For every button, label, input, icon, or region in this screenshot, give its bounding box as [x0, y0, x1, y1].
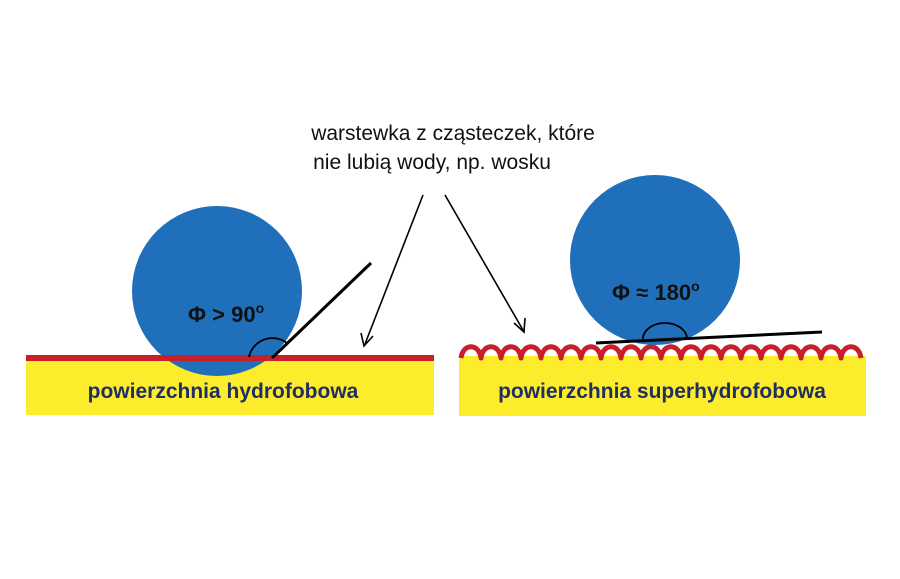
right-droplet — [570, 175, 740, 345]
left-angle-label: Φ > 90o — [188, 300, 264, 327]
right-angle-label: Φ ≈ 180o — [612, 278, 700, 305]
right-substrate — [459, 356, 866, 416]
right-surface-label: powierzchnia superhydrofobowa — [498, 380, 826, 403]
right-wax-bumps — [458, 344, 864, 361]
left-panel: Φ > 90o powierzchnia hydrofobowa — [26, 206, 434, 415]
arrow-right-shaft — [444, 194, 524, 331]
caption-line-2: nie lubią wody, np. wosku — [313, 151, 551, 174]
left-angle-arc — [248, 337, 288, 358]
caption-line-1: warstewka z cząsteczek, które — [310, 122, 595, 145]
pointer-arrows — [360, 194, 526, 348]
right-angle-arc — [642, 322, 688, 341]
left-angle-degree: o — [256, 300, 265, 316]
left-surface-label: powierzchnia hydrofobowa — [88, 380, 359, 403]
arrow-left-shaft — [364, 194, 424, 345]
left-droplet — [132, 206, 302, 376]
right-angle-degree: o — [691, 278, 700, 294]
right-angle-text: Φ ≈ 180 — [612, 280, 691, 305]
right-panel: Φ ≈ 180o powierzchnia superhydrofobowa — [458, 175, 866, 416]
left-wax-layer — [26, 355, 434, 361]
left-tangent-line — [270, 261, 373, 360]
right-tangent-line — [595, 330, 823, 345]
left-angle-text: Φ > 90 — [188, 302, 256, 327]
arrow-right-head — [513, 317, 526, 334]
arrow-left-head — [360, 332, 374, 348]
